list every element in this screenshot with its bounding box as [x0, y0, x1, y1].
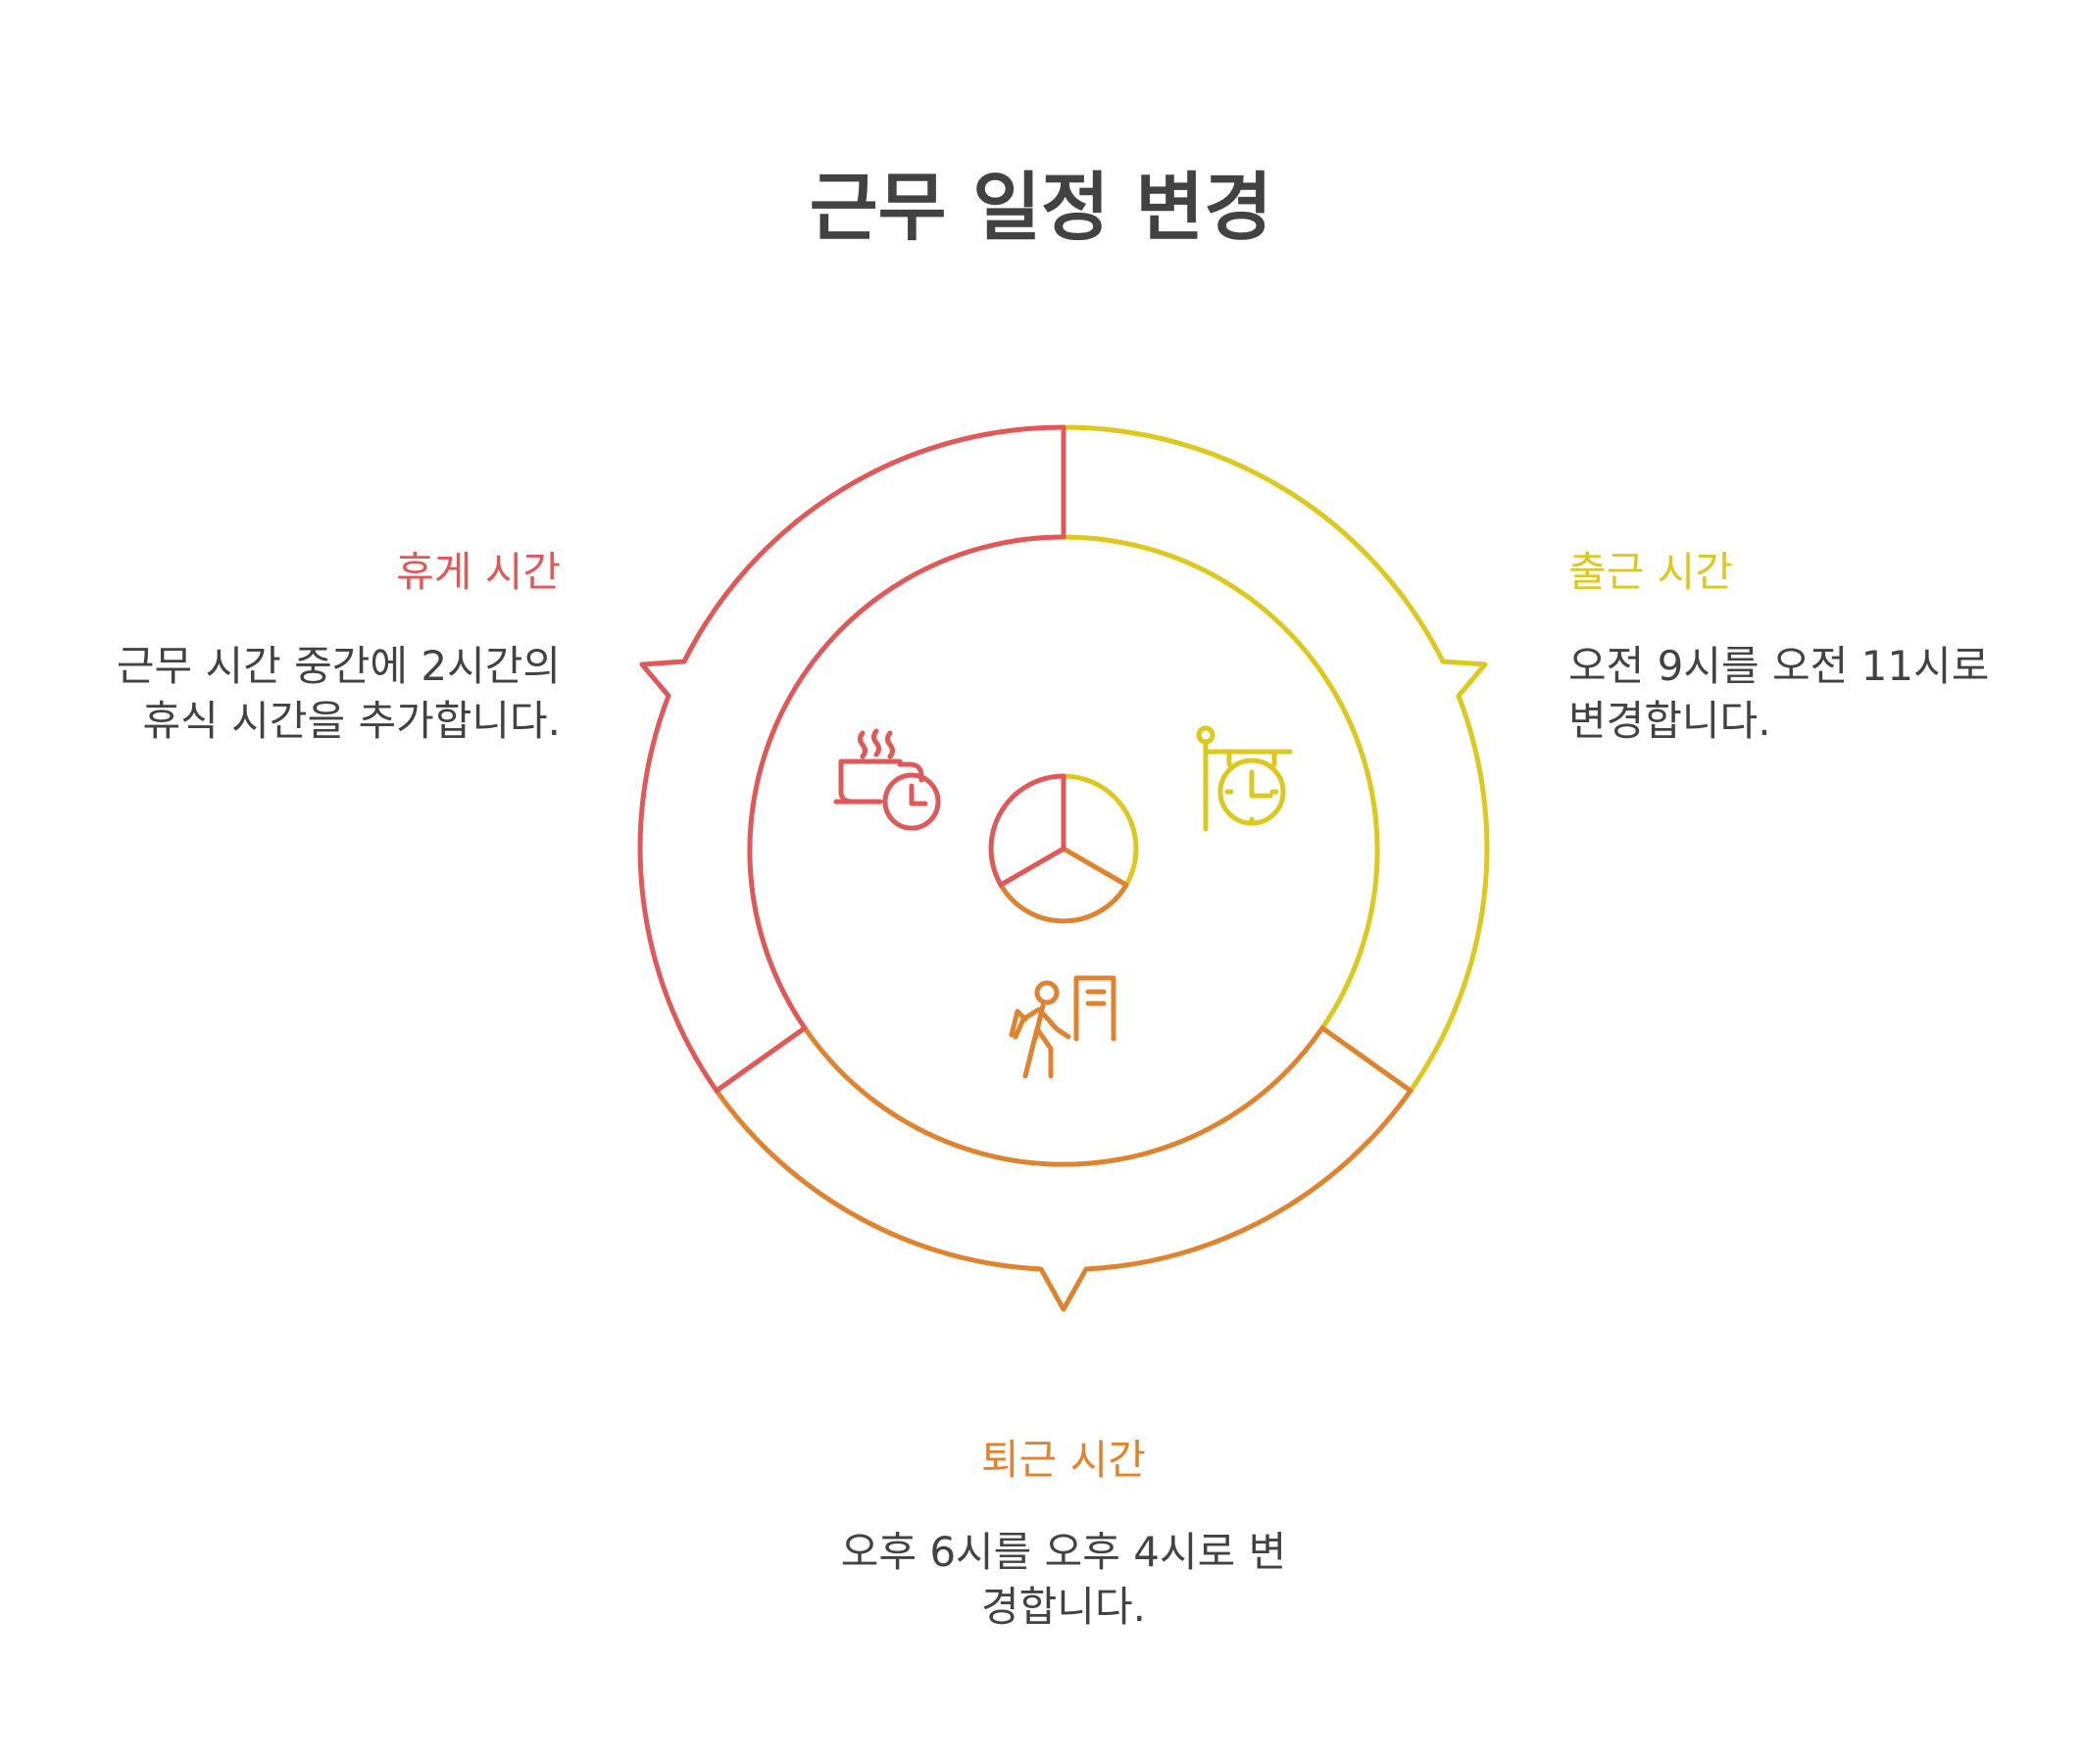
arrival-description-line-1: 오전 9시를 오전 11시로: [1568, 642, 1990, 690]
center-pie-departure: [998, 846, 1129, 924]
arrival-description: 오전 9시를 오전 11시로 변경합니다.: [1568, 639, 1989, 749]
walking-person-exit-icon: [1009, 975, 1116, 1079]
center-pie: [988, 773, 1139, 924]
arrival-description-line-2: 변경합니다.: [1568, 697, 1771, 745]
break-description-line-1: 근무 시간 중간에 2시간의: [116, 642, 561, 690]
arrival-label: 출근 시간: [1568, 548, 1733, 596]
departure-label: 퇴근 시간: [981, 1436, 1146, 1484]
break-label: 휴게 시간: [396, 548, 561, 596]
outer-ring-arrival-segment: [1061, 424, 1490, 1094]
break-description-line-2: 휴식 시간을 추가합니다.: [142, 697, 561, 745]
center-pie-arrival: [1061, 773, 1139, 888]
coffee-clock-icon: [833, 728, 941, 831]
center-pie-break: [988, 773, 1066, 888]
sign-clock-icon: [1196, 725, 1293, 832]
outer-ring-break-segment: [637, 424, 1066, 1094]
departure-description: 오후 6시를 오후 4시로 변 경합니다.: [769, 1525, 1358, 1635]
page-title: 근무 일정 변경: [809, 164, 1273, 251]
departure-description-line-2: 경합니다.: [981, 1583, 1146, 1631]
outer-ring-departure-segment: [714, 1025, 1413, 1312]
departure-description-line-1: 오후 6시를 오후 4시로 변: [840, 1528, 1287, 1576]
break-description: 근무 시간 중간에 2시간의 휴식 시간을 추가합니다.: [39, 639, 561, 749]
